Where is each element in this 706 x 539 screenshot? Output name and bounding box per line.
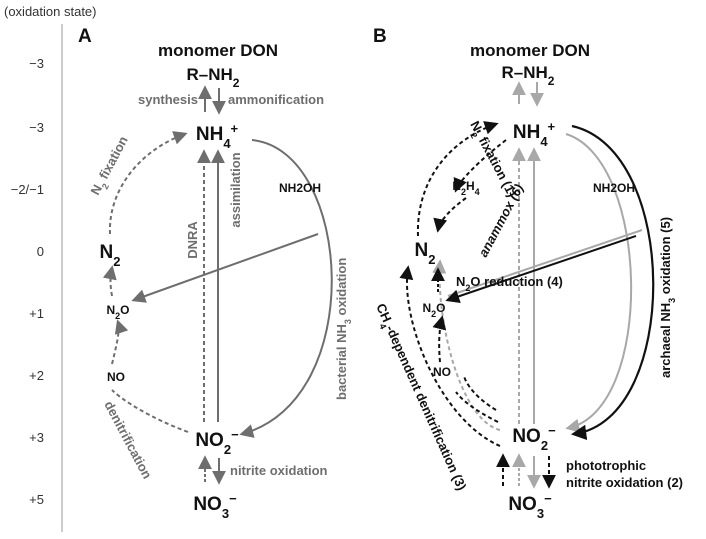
panel-b-nh4: NH4+ [513,119,556,149]
panel-a-nh4: NH4+ [196,121,239,151]
denitrification-n2o-to-n2-arrow [102,265,117,297]
axis-tick: −3 [29,120,44,135]
axis-tick: 0 [37,244,44,259]
b-archaeal-oxidation-arrow [570,124,655,440]
b-ch4-denitrification-arrow [399,265,501,447]
panel-a-no: NO [107,370,125,384]
ammonification-label: ammonification [228,92,324,107]
n2-fixation-label: N2 fixation [87,134,134,200]
n2-fixation-arrow [108,131,188,235]
panel-b-rnh2: R–NH2 [502,63,555,88]
panel-a-n2: N2 [100,242,121,269]
bacterial-oxidation-arrow [239,139,333,438]
panel-a: A monomer DON R–NH2 NH4+ NH2OH N2 N2O NO… [78,26,353,521]
dnra-label: DNRA [185,221,200,259]
b-n2o-gray-arrow [447,229,643,297]
panel-b-no: NO [433,365,451,379]
axis-tick: −3 [29,56,44,71]
panel-a-monomer-don: monomer DON [158,41,278,60]
b-no2-to-no-arrow [455,391,499,423]
axis-tick: +5 [29,492,44,507]
panel-a-rnh2: R–NH2 [187,65,240,90]
panel-a-arrows [102,85,333,485]
axis-tick: +3 [29,430,44,445]
b-n2-fixation-arrow [416,121,499,237]
bacterial-oxidation-label: bacterial NH3 oxidation [334,258,353,400]
panel-b-n2h4: N2H4 [452,179,479,197]
synthesis-label: synthesis [138,92,198,107]
panel-a-n2o: N2O [106,303,129,321]
b-phototrophic-label-line2: nitrite oxidation (2) [566,475,683,490]
b-phototrophic-label-line1: phototrophic [566,458,646,473]
panel-b-letter: B [373,26,387,47]
panel-a-letter: A [78,26,92,47]
panel-b-nh2oh: NH2OH [593,181,635,195]
axis-title: (oxidation state) [4,4,97,19]
panel-a-nh2oh: NH2OH [279,181,321,195]
assimilation-label: assimilation [228,152,243,227]
b-n2o-reduction-label: N2O reduction (4) [456,274,563,293]
n2o-arrow [131,233,319,303]
panel-a-no2: NO2− [195,427,239,457]
b-ch4-denitrification-label: CH4-dependent denitrification (3) [370,301,470,494]
b-anammox-n2h4-arrow [433,197,467,233]
panel-a-no3: NO3− [193,491,237,521]
panel-b-n2: N2 [415,240,436,267]
panel-b-no3: NO3− [508,491,552,521]
b-anammox-nh4-arrow [453,139,507,193]
b-denitrification-gray-arrow [432,259,501,431]
panel-b: B monomer DON R–NH2 [370,26,683,521]
b-nh3-oxidation-gray-arrow [565,133,633,433]
axis-tick: +2 [29,368,44,383]
denitrification-no-to-n2o-arrow [111,319,129,365]
axis-tick: −2/−1 [11,182,44,197]
nitrite-oxidation-label: nitrite oxidation [230,463,328,478]
b-archaeal-oxidation-label: archaeal NH3 oxidation (5) [658,217,677,378]
panel-b-monomer-don: monomer DON [470,41,590,60]
b-n2o-reduction-arrow [445,235,637,304]
denitrification-label: denitrification [101,398,155,481]
oxidation-state-axis: (oxidation state) −3 −3 −2/−1 0 +1 +2 +3… [4,4,97,532]
b-no2-dashed-link-arrow [463,375,497,411]
panel-b-arrows [399,81,655,489]
panel-b-no2: NO2− [512,423,556,453]
panel-b-n2o: N2O [422,301,445,319]
axis-tick: +1 [29,306,44,321]
b-no-to-n2o-arrow [432,315,447,363]
